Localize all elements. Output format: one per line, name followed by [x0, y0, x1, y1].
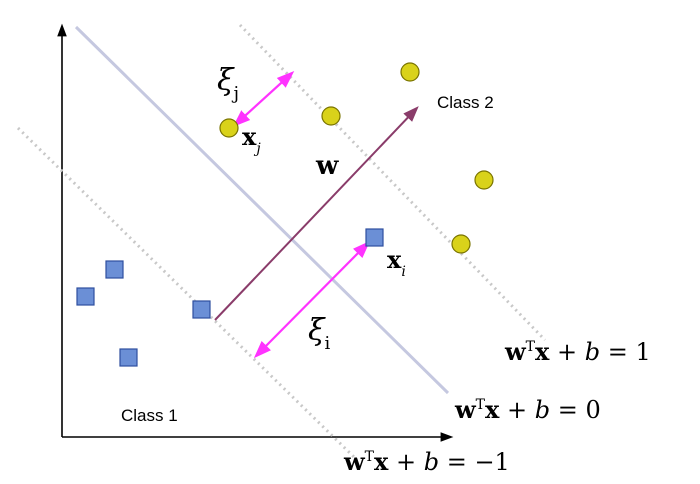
class1-label: Class 1 — [121, 406, 178, 425]
point-xi-label: xi — [387, 245, 406, 280]
class2-point — [321, 106, 341, 126]
vector-w-label: w — [316, 151, 339, 181]
class2-label: Class 2 — [437, 93, 494, 112]
normal-vector-w — [214, 106, 419, 321]
class2-point — [474, 170, 494, 190]
separating-hyperplane — [74, 25, 450, 395]
slack-arrow-i — [253, 240, 371, 359]
slack-i-label: ξi — [308, 313, 331, 354]
margin-line-negative — [16, 126, 357, 460]
class1-point — [119, 348, 138, 367]
margin-line-positive — [238, 23, 547, 342]
slack-j-label: ξj — [217, 63, 240, 104]
class1-point-xi — [365, 228, 384, 247]
equation-positive-margin: wTx + b = 1 — [505, 337, 651, 366]
class1-support-point — [192, 300, 211, 319]
class1-point — [76, 287, 95, 306]
point-xj-label: xj — [242, 122, 261, 157]
equation-separator: wTx + b = 0 — [455, 395, 601, 424]
class2-point — [451, 234, 471, 254]
equation-negative-margin: wTx + b = −1 — [344, 447, 510, 476]
class1-point — [105, 260, 124, 279]
class2-point — [400, 62, 420, 82]
class2-point-xj — [219, 118, 239, 138]
slack-arrow-j — [232, 71, 295, 127]
